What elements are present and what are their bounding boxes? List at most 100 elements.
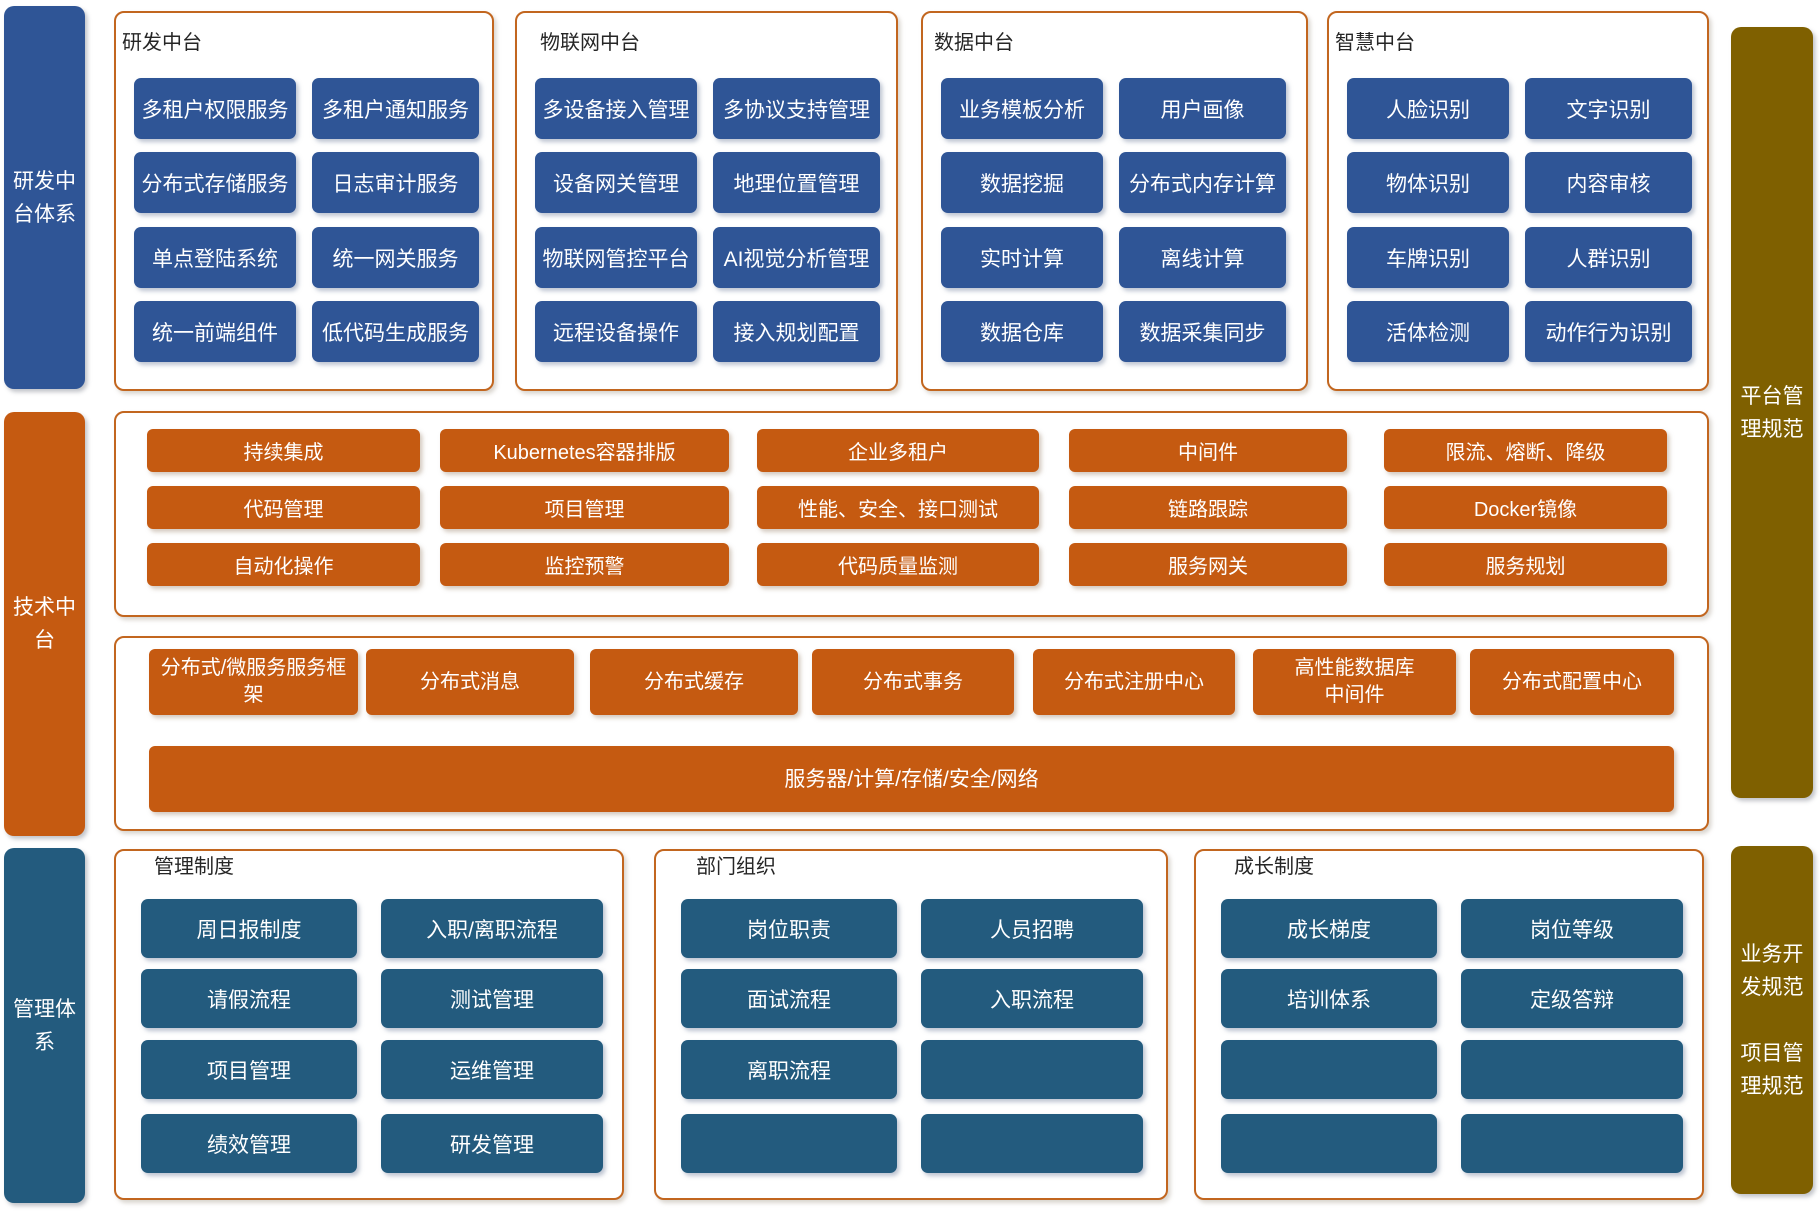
- capability-button[interactable]: 性能、安全、接口测试: [757, 486, 1039, 529]
- group-title: 智慧中台: [1335, 32, 1415, 54]
- group-title: 数据中台: [934, 32, 1014, 54]
- rule-button[interactable]: 入职/离职流程: [381, 899, 603, 958]
- group-management-rules: 管理制度 周日报制度入职/离职流程请假流程测试管理项目管理运维管理绩效管理研发管…: [114, 849, 624, 1200]
- rule-button[interactable]: 入职流程: [921, 969, 1143, 1028]
- capability-button[interactable]: 代码管理: [147, 486, 420, 529]
- service-button[interactable]: 多租户通知服务: [312, 78, 479, 139]
- service-button[interactable]: 单点登陆系统: [134, 227, 296, 288]
- capability-button[interactable]: 服务规划: [1384, 543, 1667, 586]
- rule-button[interactable]: 研发管理: [381, 1114, 603, 1173]
- capability-button[interactable]: 服务网关: [1069, 543, 1347, 586]
- rule-button[interactable]: 定级答辩: [1461, 969, 1683, 1028]
- service-button[interactable]: 统一网关服务: [312, 227, 479, 288]
- service-button[interactable]: 多设备接入管理: [535, 78, 697, 139]
- service-button[interactable]: 动作行为识别: [1525, 301, 1692, 362]
- capability-button[interactable]: 自动化操作: [147, 543, 420, 586]
- rule-button[interactable]: [681, 1114, 897, 1173]
- rule-button[interactable]: 人员招聘: [921, 899, 1143, 958]
- service-button[interactable]: 数据仓库: [941, 301, 1103, 362]
- left-rail-tech-platform: 技术中台: [4, 412, 85, 836]
- group-title: 物联网中台: [540, 32, 640, 54]
- rule-button[interactable]: [1461, 1114, 1683, 1173]
- component-button[interactable]: 分布式缓存: [590, 649, 798, 715]
- group-title: 部门组织: [696, 856, 776, 878]
- service-button[interactable]: 内容审核: [1525, 152, 1692, 213]
- service-button[interactable]: 实时计算: [941, 227, 1103, 288]
- service-button[interactable]: 地理位置管理: [713, 152, 880, 213]
- service-button[interactable]: 人群识别: [1525, 227, 1692, 288]
- infrastructure-base-bar[interactable]: 服务器/计算/存储/安全/网络: [149, 746, 1674, 812]
- rule-button[interactable]: 岗位职责: [681, 899, 897, 958]
- capability-button[interactable]: 限流、熔断、降级: [1384, 429, 1667, 472]
- service-button[interactable]: 多协议支持管理: [713, 78, 880, 139]
- rule-button[interactable]: 项目管理: [141, 1040, 357, 1099]
- rule-button[interactable]: [921, 1114, 1143, 1173]
- right-rail-business-dev-and-project-spec: 业务开发规范 项目管理规范: [1731, 846, 1813, 1194]
- rule-button[interactable]: 请假流程: [141, 969, 357, 1028]
- right-rail-platform-management-spec: 平台管理规范: [1731, 27, 1813, 798]
- band-devops-capabilities: 持续集成 Kubernetes容器排版企业多租户中间件限流、熔断、降级代码管理项目…: [114, 411, 1709, 617]
- rule-button[interactable]: 岗位等级: [1461, 899, 1683, 958]
- group-iot-middle-platform: 物联网中台 多设备接入管理多协议支持管理设备网关管理地理位置管理物联网管控平台 A…: [515, 11, 898, 391]
- service-button[interactable]: 物体识别: [1347, 152, 1509, 213]
- group-ai-middle-platform: 智慧中台 人脸识别文字识别物体识别内容审核车牌识别人群识别活体检测动作行为识别: [1327, 11, 1709, 391]
- service-button[interactable]: 日志审计服务: [312, 152, 479, 213]
- rule-button[interactable]: [1461, 1040, 1683, 1099]
- group-data-middle-platform: 数据中台 业务模板分析用户画像数据挖掘分布式内存计算实时计算离线计算数据仓库数据…: [921, 11, 1308, 391]
- service-button[interactable]: 离线计算: [1119, 227, 1286, 288]
- group-department-organization: 部门组织 岗位职责人员招聘面试流程入职流程离职流程: [654, 849, 1168, 1200]
- left-rail-management-system: 管理体系: [4, 848, 85, 1203]
- component-button[interactable]: 分布式/微服务服务框 架: [149, 649, 358, 715]
- band-distributed-infrastructure: 服务器/计算/存储/安全/网络 分布式/微服务服务框 架分布式消息分布式缓存分布…: [114, 636, 1709, 831]
- component-button[interactable]: 分布式注册中心: [1033, 649, 1235, 715]
- rule-button[interactable]: 成长梯度: [1221, 899, 1437, 958]
- capability-button[interactable]: Kubernetes容器排版: [440, 429, 729, 472]
- component-button[interactable]: 分布式消息: [366, 649, 574, 715]
- service-button[interactable]: 分布式存储服务: [134, 152, 296, 213]
- capability-button[interactable]: 持续集成: [147, 429, 420, 472]
- capability-button[interactable]: 项目管理: [440, 486, 729, 529]
- service-button[interactable]: 数据挖掘: [941, 152, 1103, 213]
- service-button[interactable]: 统一前端组件: [134, 301, 296, 362]
- capability-button[interactable]: 中间件: [1069, 429, 1347, 472]
- service-button[interactable]: 远程设备操作: [535, 301, 697, 362]
- rule-button[interactable]: [1221, 1114, 1437, 1173]
- service-button[interactable]: 数据采集同步: [1119, 301, 1286, 362]
- rule-button[interactable]: [921, 1040, 1143, 1099]
- service-button[interactable]: 活体检测: [1347, 301, 1509, 362]
- left-rail-rnd-platform-system: 研发中台体系: [4, 6, 85, 389]
- component-button[interactable]: 高性能数据库 中间件: [1253, 649, 1456, 715]
- service-button[interactable]: 低代码生成服务: [312, 301, 479, 362]
- rule-button[interactable]: 离职流程: [681, 1040, 897, 1099]
- group-rnd-middle-platform: 研发中台 多租户权限服务多租户通知服务分布式存储服务日志审计服务单点登陆系统统一…: [114, 11, 494, 391]
- service-button[interactable]: 设备网关管理: [535, 152, 697, 213]
- capability-button[interactable]: 代码质量监测: [757, 543, 1039, 586]
- rule-button[interactable]: [1221, 1040, 1437, 1099]
- capability-button[interactable]: Docker镜像: [1384, 486, 1667, 529]
- rule-button[interactable]: 面试流程: [681, 969, 897, 1028]
- group-title: 研发中台: [122, 32, 202, 54]
- rule-button[interactable]: 培训体系: [1221, 969, 1437, 1028]
- rule-button[interactable]: 测试管理: [381, 969, 603, 1028]
- rule-button[interactable]: 绩效管理: [141, 1114, 357, 1173]
- service-button[interactable]: 人脸识别: [1347, 78, 1509, 139]
- service-button[interactable]: 车牌识别: [1347, 227, 1509, 288]
- capability-button[interactable]: 企业多租户: [757, 429, 1039, 472]
- component-button[interactable]: 分布式事务: [812, 649, 1014, 715]
- capability-button[interactable]: 监控预警: [440, 543, 729, 586]
- rule-button[interactable]: 周日报制度: [141, 899, 357, 958]
- service-button[interactable]: 物联网管控平台: [535, 227, 697, 288]
- rule-button[interactable]: 运维管理: [381, 1040, 603, 1099]
- service-button[interactable]: 文字识别: [1525, 78, 1692, 139]
- service-button[interactable]: AI视觉分析管理: [713, 227, 880, 288]
- service-button[interactable]: 分布式内存计算: [1119, 152, 1286, 213]
- service-button[interactable]: 多租户权限服务: [134, 78, 296, 139]
- group-growth-rules: 成长制度 成长梯度岗位等级培训体系定级答辩: [1194, 849, 1704, 1200]
- group-title: 成长制度: [1234, 856, 1314, 878]
- service-button[interactable]: 业务模板分析: [941, 78, 1103, 139]
- service-button[interactable]: 接入规划配置: [713, 301, 880, 362]
- component-button[interactable]: 分布式配置中心: [1470, 649, 1674, 715]
- service-button[interactable]: 用户画像: [1119, 78, 1286, 139]
- capability-button[interactable]: 链路跟踪: [1069, 486, 1347, 529]
